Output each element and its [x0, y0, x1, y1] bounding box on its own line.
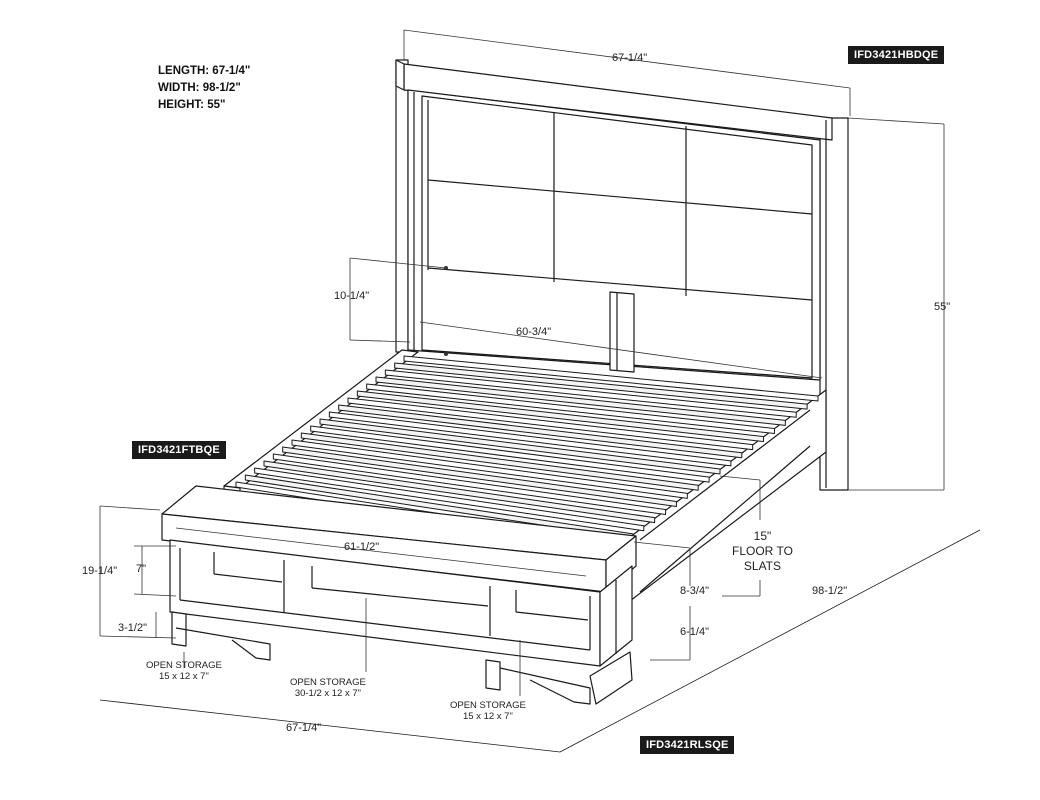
bed-slat [310, 425, 710, 483]
dim-height: 55" [934, 301, 951, 313]
storage-left-label: OPEN STORAGE [146, 660, 222, 671]
footboard-drawing [161, 485, 637, 705]
spec-width: WIDTH: 98-1/2" [158, 82, 241, 94]
bed-slat [403, 355, 819, 402]
dim-front-width: 67-1/4" [286, 722, 322, 734]
bed-slat [272, 453, 667, 516]
floor-to-slats-line1: FLOOR TO [732, 544, 793, 558]
spec-length: LENGTH: 67-1/4" [158, 65, 251, 77]
rails-and-slats-drawing [99, 349, 981, 753]
bed-slat [375, 376, 786, 426]
bed-slat [300, 432, 699, 491]
bed-slat [254, 467, 645, 532]
dim-storage-height: 7" [136, 563, 147, 575]
bed-slat [319, 418, 721, 475]
storage-right-note: OPEN STORAGE 15 x 12 x 7" [450, 700, 526, 722]
floor-to-slats-note: 15" FLOOR TO SLATS [732, 529, 793, 574]
dim-leg-height: 3-1/2" [118, 622, 147, 634]
headboard-part-label: IFD3421HBDQE [848, 46, 945, 64]
dim-rail-clear-low: 6-1/4" [680, 626, 709, 638]
dim-inner-width: 60-3/4" [516, 326, 552, 338]
storage-left-note: OPEN STORAGE 15 x 12 x 7" [146, 660, 222, 682]
dim-headboard-width: 67-1/4" [612, 52, 648, 64]
bed-slat [394, 362, 808, 410]
headboard-drawing [395, 59, 849, 491]
rails-part-label: IFD3421RLSQE [640, 736, 735, 754]
bed-slat [263, 460, 656, 524]
overall-specs: LENGTH: 67-1/4" WIDTH: 98-1/2" HEIGHT: 5… [158, 63, 250, 114]
storage-center-note: OPEN STORAGE 30-1/2 x 12 x 7" [290, 677, 366, 699]
bed-slat [366, 383, 775, 434]
bed-slat [338, 404, 743, 459]
storage-left-size: 15 x 12 x 7" [158, 671, 209, 682]
bed-slat [384, 369, 797, 418]
storage-center-size: 30-1/2 x 12 x 7" [294, 688, 362, 699]
spec-height: HEIGHT: 55" [158, 99, 226, 111]
storage-right-label: OPEN STORAGE [450, 700, 526, 711]
bed-slat [291, 439, 688, 499]
bed-slat [347, 397, 754, 451]
storage-right-size: 15 x 12 x 7" [462, 711, 513, 722]
bed-slat [282, 446, 677, 507]
dimension-lines [99, 29, 945, 696]
storage-center-label: OPEN STORAGE [290, 677, 366, 688]
dim-rail-clear: 8-3/4" [680, 585, 709, 597]
floor-to-slats-value: 15" [753, 529, 772, 543]
footboard-part-label: IFD3421FTBQE [132, 441, 226, 459]
dim-footboard-height: 19-1/4" [82, 565, 118, 577]
bed-slat [328, 411, 732, 467]
bed-slat [356, 390, 765, 443]
floor-to-slats-line2: SLATS [743, 559, 782, 573]
dim-panel-height: 10-1/4" [334, 290, 370, 302]
dim-length: 98-1/2" [812, 585, 848, 597]
dim-bench-width: 61-1/2" [344, 541, 380, 553]
